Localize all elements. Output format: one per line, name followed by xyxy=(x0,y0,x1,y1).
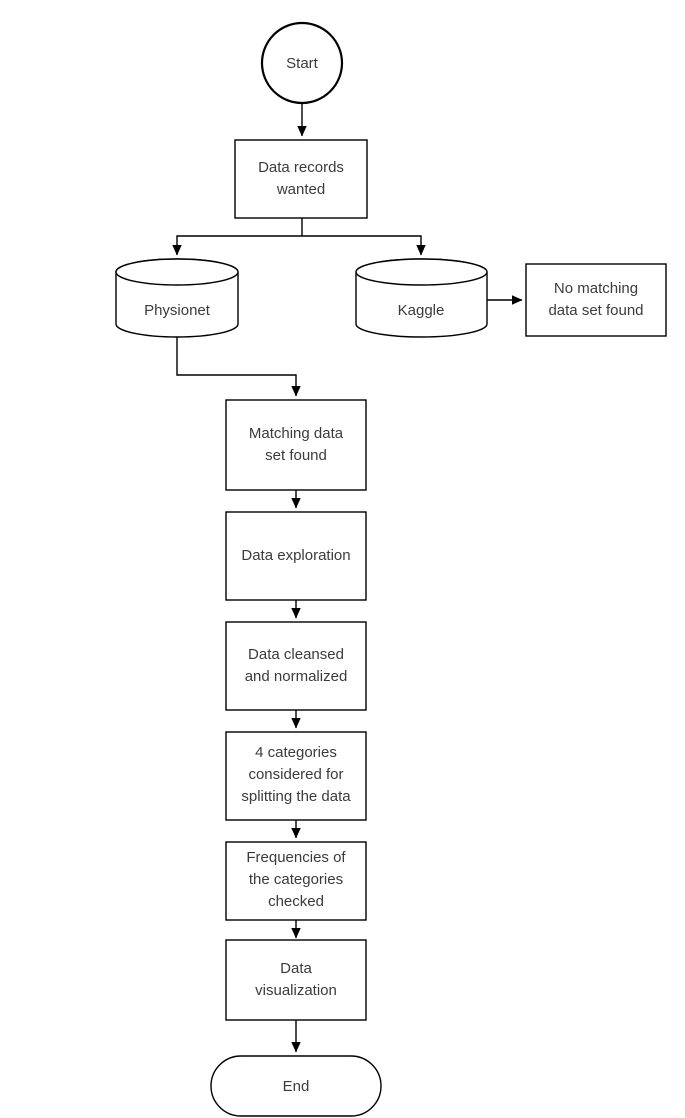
four-categories-label-line1: 4 categories xyxy=(255,744,337,761)
start-circle-shape xyxy=(260,21,344,105)
start-label: Start xyxy=(286,55,319,72)
end-stadium-shape xyxy=(210,1055,382,1117)
node-start[interactable]: Start xyxy=(260,21,344,105)
matching-found-rect xyxy=(225,399,367,491)
node-frequencies-checked[interactable]: Frequencies of the categories checked xyxy=(225,841,367,921)
physionet-label: Physionet xyxy=(144,302,211,319)
data-visualization-label-line2: visualization xyxy=(255,982,337,999)
data-cleansed-label-line1: Data cleansed xyxy=(248,646,344,663)
data-visualization-rect xyxy=(225,939,367,1021)
no-match-rect xyxy=(525,263,667,337)
node-data-cleansed-and-normalized[interactable]: Data cleansed and normalized xyxy=(225,621,367,711)
physionet-cylinder-top xyxy=(115,258,239,286)
node-data-exploration[interactable]: Data exploration xyxy=(225,511,367,601)
frequencies-rect xyxy=(225,841,367,921)
data-exploration-rect xyxy=(225,511,367,601)
data-records-wanted-rect xyxy=(234,139,368,219)
edge-physionet-to-matching-found xyxy=(176,337,301,397)
data-records-wanted-label-line2: wanted xyxy=(276,181,325,198)
data-records-wanted-label-line1: Data records xyxy=(258,159,344,176)
no-match-label-line2: data set found xyxy=(548,302,643,319)
connectors-group xyxy=(172,103,523,1053)
edge-data-records-to-kaggle xyxy=(302,235,426,256)
four-categories-rect xyxy=(225,731,367,821)
node-no-matching-data-set-found[interactable]: No matching data set found xyxy=(525,263,667,337)
data-cleansed-rect xyxy=(225,621,367,711)
data-visualization-label-line1: Data xyxy=(280,960,312,977)
matching-found-label-line2: set found xyxy=(265,447,327,464)
frequencies-label-line2: the categories xyxy=(249,871,343,888)
node-four-categories[interactable]: 4 categories considered for splitting th… xyxy=(225,731,367,821)
no-match-label-line1: No matching xyxy=(554,280,638,297)
node-matching-data-set-found[interactable]: Matching data set found xyxy=(225,399,367,491)
node-physionet[interactable]: Physionet xyxy=(115,258,239,338)
frequencies-label-line3: checked xyxy=(268,893,324,910)
edge-data-records-to-physionet xyxy=(172,235,302,256)
four-categories-label-line3: splitting the data xyxy=(241,788,351,805)
kaggle-label: Kaggle xyxy=(398,302,445,319)
data-cleansed-label-line2: and normalized xyxy=(245,668,348,685)
node-end[interactable]: End xyxy=(210,1055,382,1117)
four-categories-label-line2: considered for xyxy=(248,766,343,783)
node-kaggle[interactable]: Kaggle xyxy=(355,258,488,338)
data-exploration-label: Data exploration xyxy=(241,547,350,564)
kaggle-cylinder-top xyxy=(355,258,488,286)
node-data-visualization[interactable]: Data visualization xyxy=(225,939,367,1021)
matching-found-label-line1: Matching data xyxy=(249,425,344,442)
end-label: End xyxy=(283,1078,310,1095)
node-data-records-wanted[interactable]: Data records wanted xyxy=(234,139,368,219)
frequencies-label-line1: Frequencies of xyxy=(246,849,346,866)
